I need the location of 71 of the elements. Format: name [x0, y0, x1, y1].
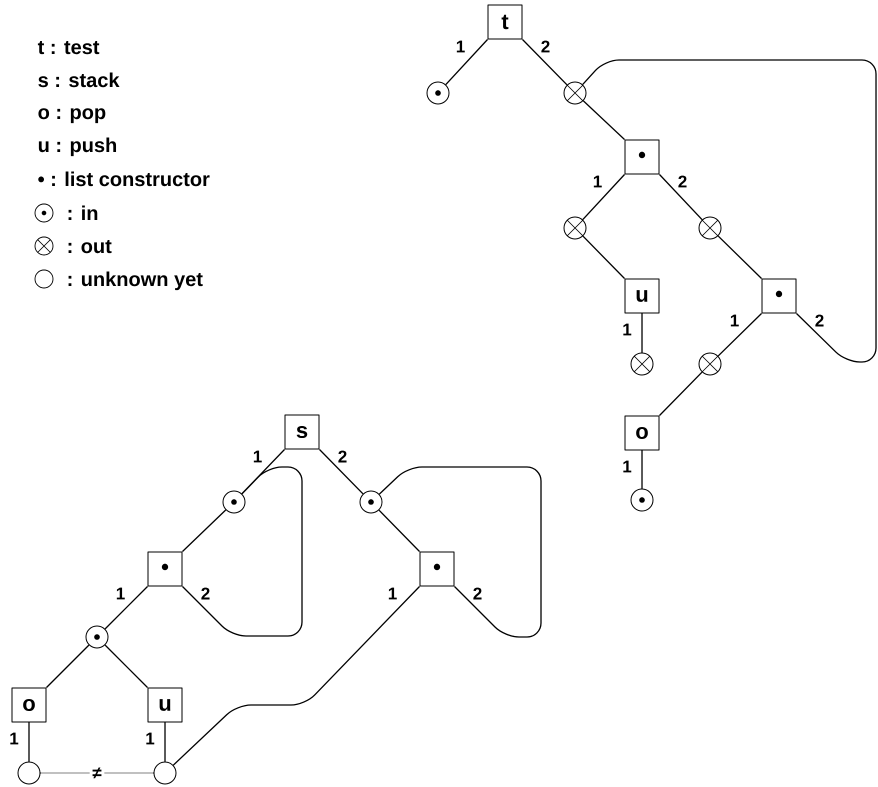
connector-line: [718, 236, 762, 279]
operator-box: s: [284, 414, 320, 450]
connector-line: [659, 372, 702, 416]
connector-line: [182, 466, 303, 637]
connector-line: [182, 510, 226, 552]
port-number: 2: [336, 450, 348, 464]
port-number: 1: [252, 450, 264, 464]
operator-box: •: [624, 140, 660, 174]
connector-line: [445, 39, 488, 85]
operator-box: •: [148, 552, 182, 586]
connector-line: [641, 314, 643, 352]
port-circle: [360, 490, 382, 514]
port-number: 1: [386, 586, 398, 600]
legend-entry: o : pop: [38, 108, 106, 124]
port-circle: [86, 626, 108, 648]
port-number: 1: [144, 732, 156, 746]
port-circle: [426, 82, 450, 104]
connector-line: [172, 586, 420, 766]
connector-line: [522, 39, 568, 86]
port-number: 1: [728, 314, 740, 328]
connector-line: [582, 59, 877, 363]
port-number: 2: [472, 586, 484, 600]
legend-entry: s : stack: [38, 72, 120, 88]
operator-box: o: [624, 416, 660, 450]
port-number: 1: [592, 174, 604, 188]
port-number: 2: [814, 314, 826, 328]
connector-line: [718, 313, 762, 356]
connector-line: [104, 586, 148, 630]
connector-line: [28, 722, 30, 762]
connector-line: [164, 722, 166, 762]
legend-entry: u : push: [38, 138, 116, 156]
connector-line: [659, 174, 703, 220]
connector-line: [378, 510, 420, 552]
operator-box: •: [420, 552, 454, 586]
edge-label: ≠: [89, 764, 105, 782]
port-circle: [630, 352, 654, 376]
port-circle: [698, 216, 722, 240]
connector-line: [319, 449, 364, 494]
connector-line: [582, 174, 625, 220]
port-circle: [698, 352, 722, 376]
connector-line: [378, 466, 542, 638]
port-circle: [564, 216, 586, 240]
legend-entry: • : list constructor: [38, 172, 210, 186]
operator-box: u: [624, 278, 660, 314]
legend-entry: t : test: [38, 40, 100, 54]
operator-box: t: [488, 4, 522, 40]
port-number: 2: [540, 40, 552, 54]
legend-entry: : unknown yet: [68, 272, 203, 290]
operator-box: •: [762, 278, 796, 314]
port-number: 1: [454, 40, 466, 54]
connector-line: [40, 772, 154, 774]
port-number: 1: [8, 732, 20, 746]
operator-box: o: [12, 688, 46, 722]
port-circle: [18, 762, 40, 784]
legend-entry: : in: [68, 206, 98, 220]
port-number: 1: [114, 586, 126, 600]
port-circle: [154, 762, 176, 784]
connector-line: [582, 100, 625, 140]
legend-entry: : out: [68, 240, 112, 254]
operator-box: u: [148, 688, 182, 722]
port-number: 2: [676, 174, 688, 188]
connector-line: [641, 450, 643, 488]
port-circle: [564, 82, 586, 104]
port-circle: [630, 488, 654, 512]
port-number: 1: [621, 460, 633, 474]
port-number: 2: [200, 586, 212, 600]
port-number: 1: [621, 322, 633, 336]
connector-line: [582, 236, 625, 279]
port-circle: [222, 490, 246, 514]
connector-line: [104, 644, 148, 688]
connector-line: [46, 644, 90, 688]
